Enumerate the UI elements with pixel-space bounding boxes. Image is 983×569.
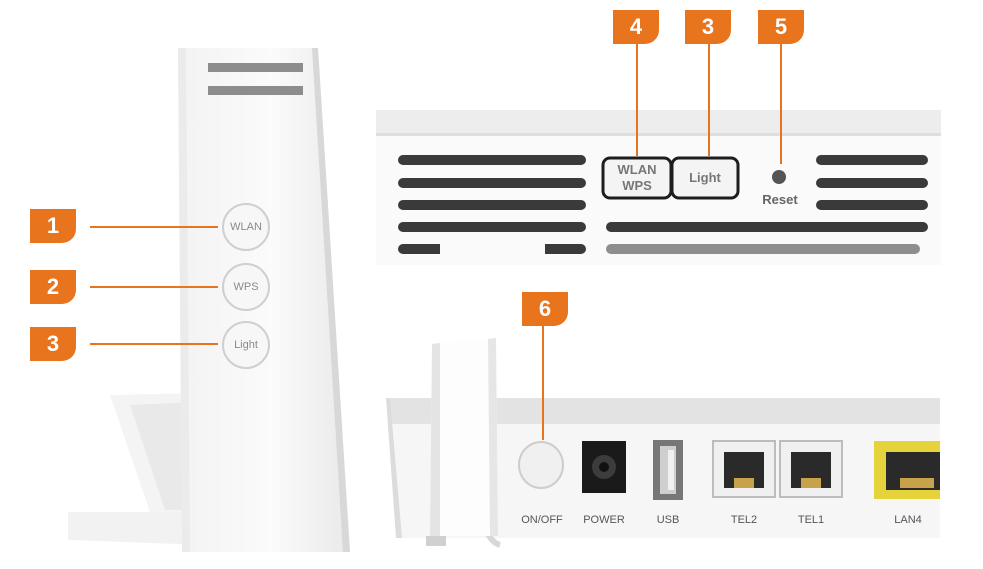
tel1-label: TEL1 [797,514,825,526]
wlan-top-label: WLAN [617,162,657,177]
tel2-label: TEL2 [730,514,758,526]
light-button-label: Light [234,339,258,351]
usb-label: USB [656,514,680,526]
callout-4: 4 [613,10,659,44]
onoff-label: ON/OFF [521,514,563,526]
wps-button-label: WPS [233,281,259,293]
router-top-panel [376,110,941,265]
callout-1: 1 [30,209,76,243]
callout-lines-left [90,226,218,345]
callout-5: 5 [758,10,804,44]
wps-top-label: WPS [622,178,652,193]
lan4-label: LAN4 [894,514,922,526]
light-top-label: Light [689,170,721,185]
power-label: POWER [583,514,625,526]
light-top-button[interactable] [670,156,740,200]
light-button[interactable] [222,321,270,369]
callout-3-side: 3 [30,327,76,361]
callout-3-top: 3 [685,10,731,44]
callout-6: 6 [522,292,568,326]
wps-button[interactable] [222,263,270,311]
wlan-button-label: WLAN [230,221,262,233]
wlan-button[interactable] [222,203,270,251]
router-rear-view [386,338,940,548]
reset-pinhole[interactable] [772,170,786,184]
callout-2: 2 [30,270,76,304]
callout-lines-top [636,44,782,164]
reset-label: Reset [762,192,798,207]
power-switch[interactable] [518,441,564,489]
router-side-view [68,48,350,552]
